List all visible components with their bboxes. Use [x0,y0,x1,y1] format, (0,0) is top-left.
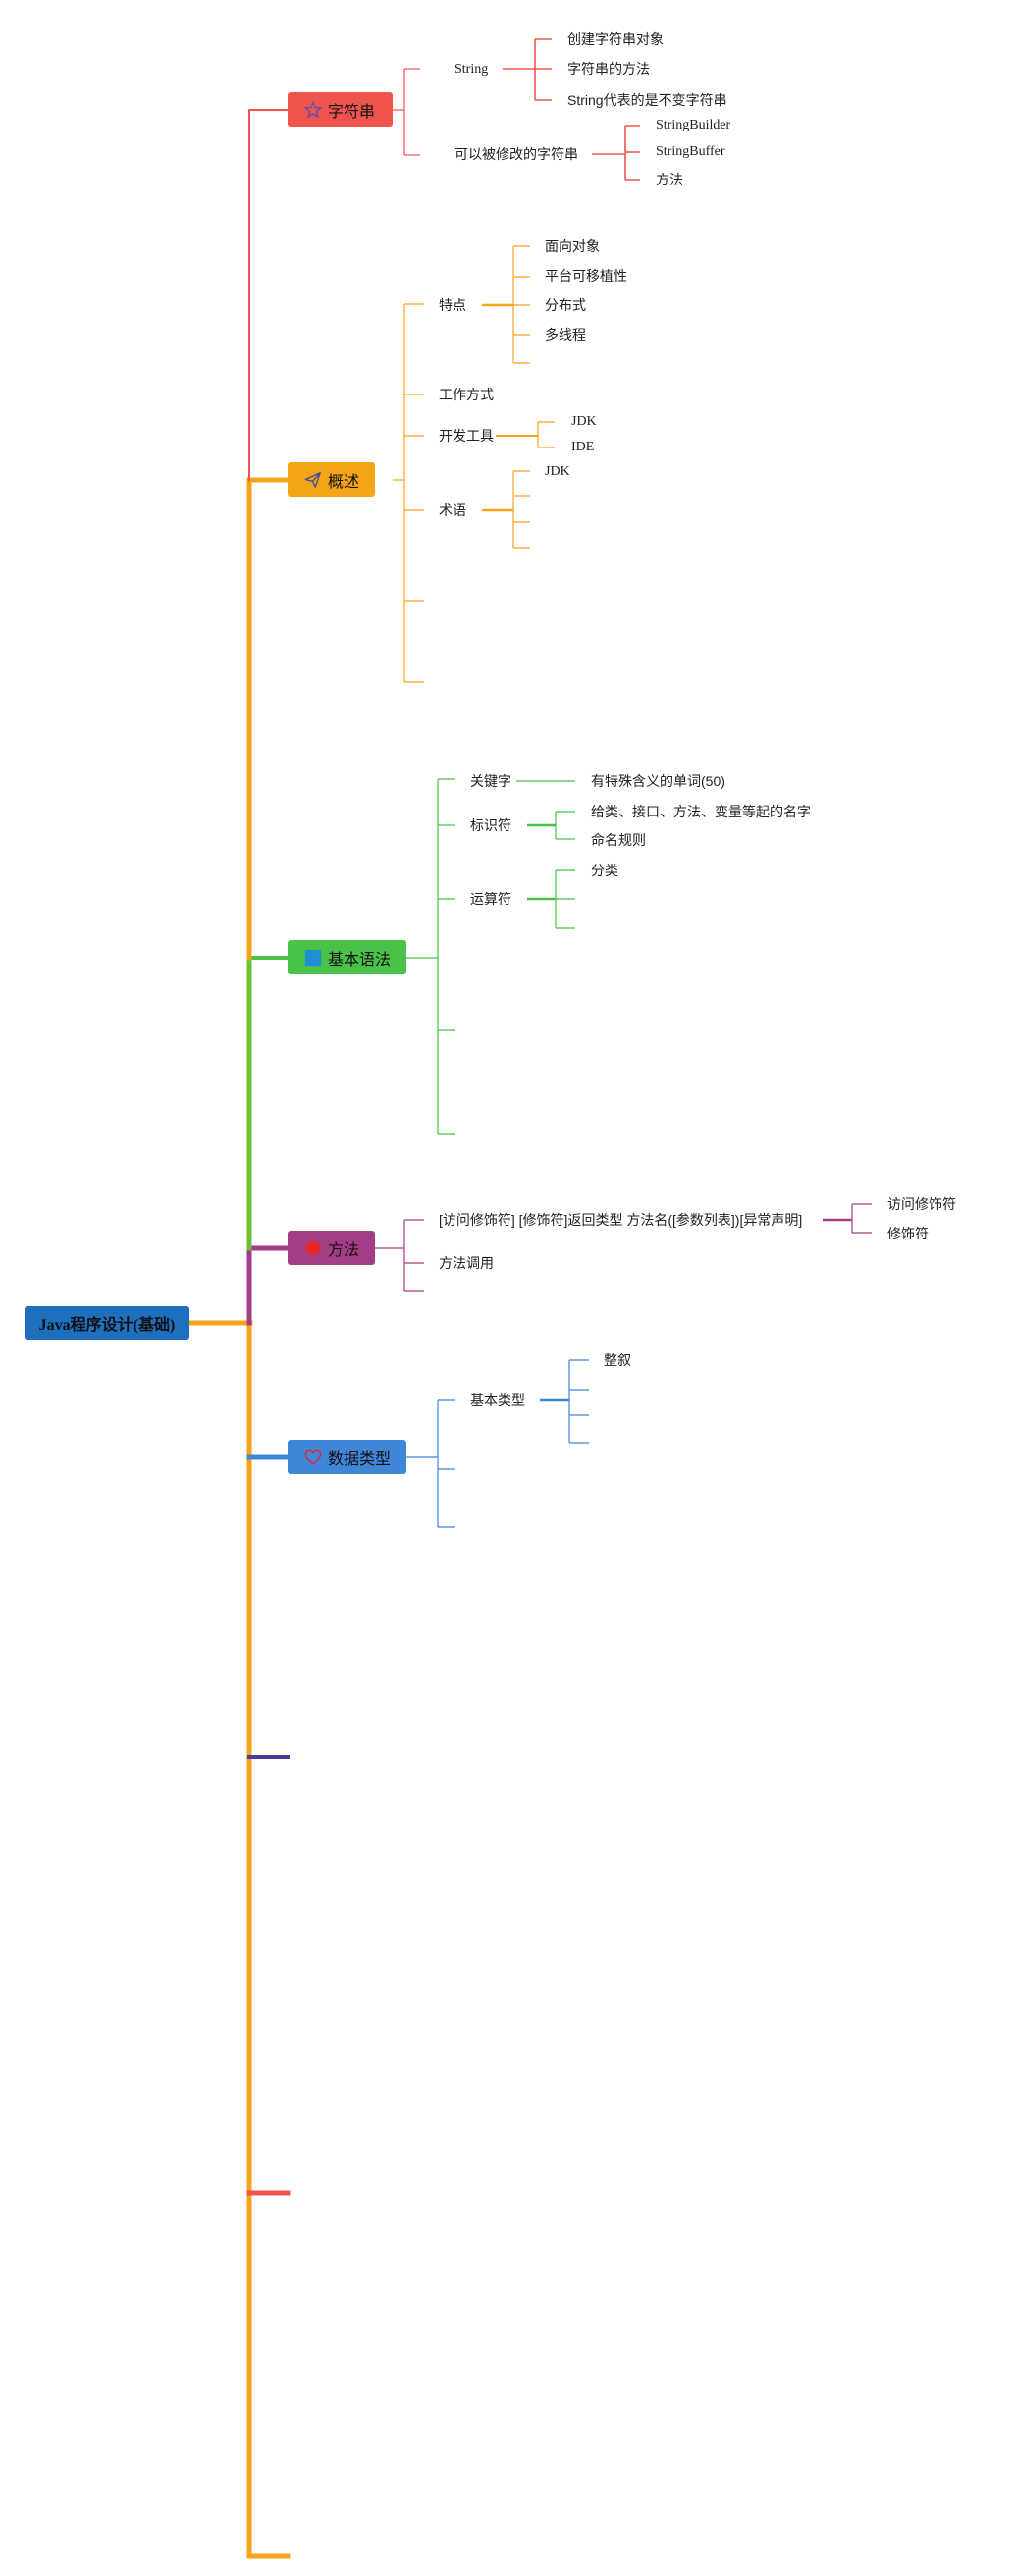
strings-mutable-node[interactable]: 可以被修改的字符串 [454,146,578,162]
syntax-operator-child-1[interactable]: 分类 [591,863,618,878]
overview-connectors [393,245,555,683]
overview-features-child-4[interactable]: 多线程 [545,327,586,342]
syntax-identifier-child-1[interactable]: 给类、接口、方法、变量等起的名字 [591,804,811,819]
strings-mutable-child-3[interactable]: 方法 [656,172,683,187]
star-icon [304,100,322,119]
branch-strings-label: 字符串 [328,103,376,121]
branch-syntax-label: 基本语法 [328,951,392,969]
overview-work-node[interactable]: 工作方式 [439,387,494,402]
branch-method-label: 方法 [328,1241,360,1259]
method-call-node[interactable]: 方法调用 [439,1255,494,1271]
main-trunk [187,109,291,2559]
syntax-keyword-child-1[interactable]: 有特殊含义的单词(50) [591,773,725,789]
dot-icon [304,1239,322,1257]
overview-features-child-2[interactable]: 平台可移植性 [545,268,627,284]
overview-tools-child-2[interactable]: IDE [571,440,595,454]
overview-features-child-1[interactable]: 面向对象 [545,238,600,254]
datatype-connectors [406,1359,589,1528]
overview-terms-child-1[interactable]: JDK [545,464,570,479]
syntax-keyword-node[interactable]: 关键字 [470,773,511,789]
root-label: Java程序设计(基础) [38,1317,176,1334]
method-signature-child-1[interactable]: 访问修饰符 [887,1196,956,1212]
syntax-identifier-child-2[interactable]: 命名规则 [591,832,646,848]
datatype-basic-child-1[interactable]: 整叙 [604,1352,631,1368]
method-signature-node[interactable]: [访问修饰符] [修饰符]返回类型 方法名([参数列表])[异常声明] [439,1212,803,1228]
syntax-identifier-node[interactable]: 标识符 [470,817,511,833]
strings-mutable-child-2[interactable]: StringBuffer [656,144,725,159]
method-signature-child-2[interactable]: 修饰符 [887,1226,929,1241]
method-connectors [375,1203,872,1292]
overview-features-node[interactable]: 特点 [439,297,466,313]
branch-syntax[interactable]: 基本语法 [288,940,406,974]
datatype-basic-node[interactable]: 基本类型 [470,1393,525,1408]
root-node[interactable]: Java程序设计(基础) [25,1306,189,1340]
syntax-connectors [406,778,575,1135]
strings-connectors [393,38,640,181]
strings-string-child-1[interactable]: 创建字符串对象 [567,31,664,47]
heart-icon [304,1448,322,1466]
paper-plane-icon [304,471,322,489]
overview-terms-node[interactable]: 术语 [439,502,466,518]
strings-string-child-2[interactable]: 字符串的方法 [567,61,650,77]
branch-datatype-label: 数据类型 [328,1450,392,1468]
branch-overview[interactable]: 概述 [288,462,375,497]
strings-mutable-child-1[interactable]: StringBuilder [656,118,731,132]
syntax-operator-node[interactable]: 运算符 [470,891,511,907]
overview-tools-node[interactable]: 开发工具 [439,428,494,444]
square-icon [304,949,322,967]
strings-string-child-3[interactable]: String代表的是不变字符串 [567,92,727,108]
branch-overview-label: 概述 [328,473,360,491]
branch-strings[interactable]: 字符串 [288,92,393,127]
strings-string-node[interactable]: String [454,62,489,77]
overview-features-child-3[interactable]: 分布式 [545,297,586,313]
branch-datatype[interactable]: 数据类型 [288,1440,406,1474]
branch-method[interactable]: 方法 [288,1231,375,1265]
overview-tools-child-1[interactable]: JDK [571,414,597,429]
